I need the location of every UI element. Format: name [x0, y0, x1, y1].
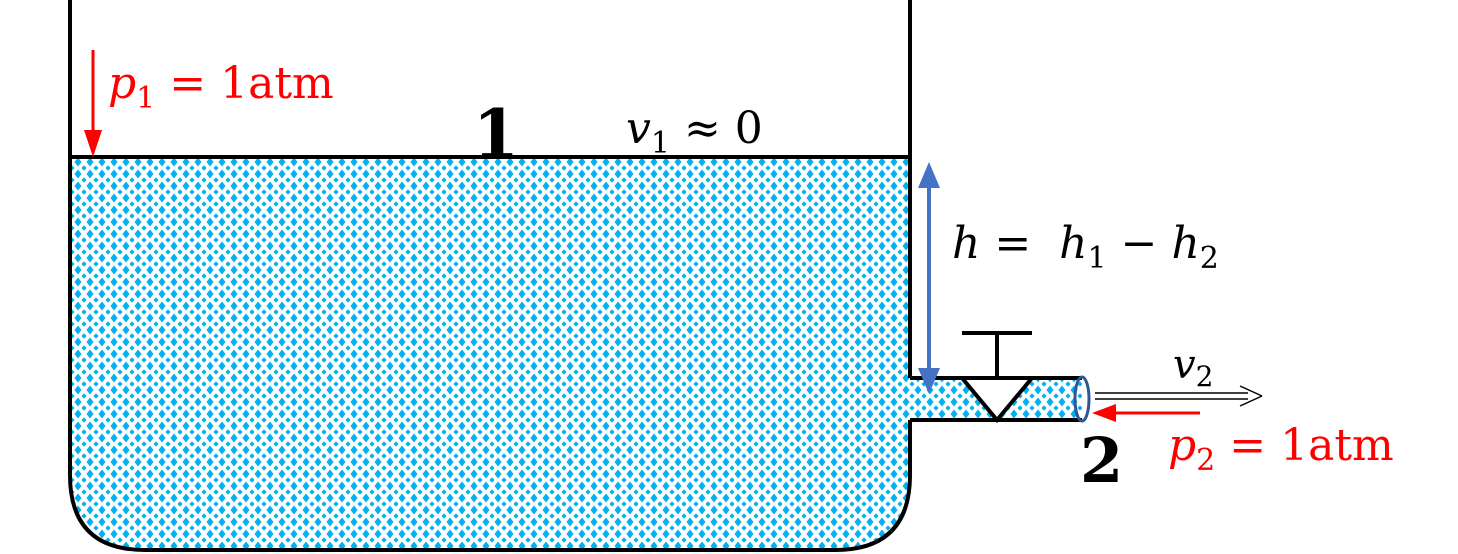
p2-arrow	[1092, 404, 1200, 422]
height-arrow	[918, 162, 940, 394]
p1-arrow	[84, 50, 102, 157]
v2-label: v2	[1173, 342, 1213, 393]
pipe-outlet	[1073, 375, 1091, 423]
pipe-water	[820, 378, 1082, 420]
tank-wall	[68, 0, 912, 552]
point-2-label: 2	[1080, 424, 1123, 497]
v1-label: v1 ≈ 0	[626, 103, 763, 161]
valve-icon	[957, 331, 1037, 424]
p1-label: p1 = 1atm	[108, 58, 334, 116]
point-1-label: 1	[473, 95, 519, 173]
p2-label: p2 = 1atm	[1168, 420, 1394, 478]
v2-arrow	[1095, 385, 1263, 407]
tank-water	[70, 157, 910, 550]
height-label: h = h1 − h2	[952, 218, 1219, 276]
